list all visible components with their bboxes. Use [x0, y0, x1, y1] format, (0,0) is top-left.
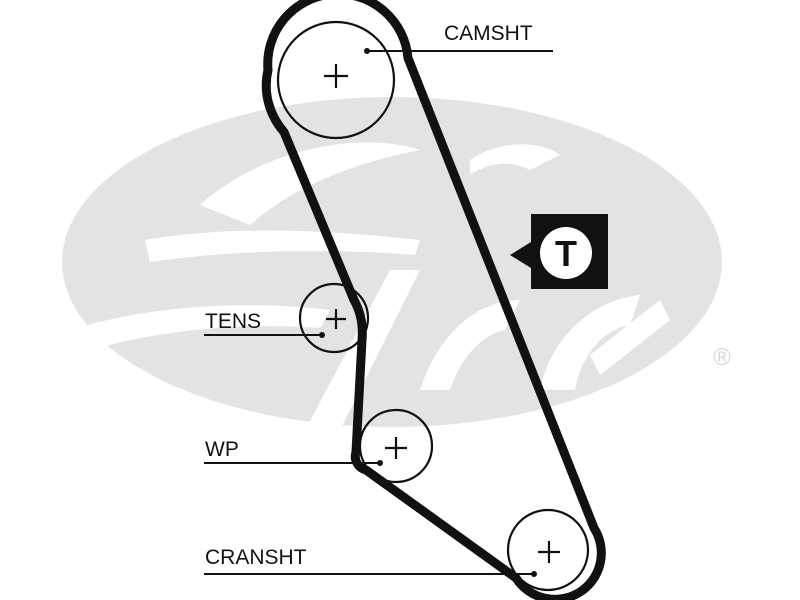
crankshaft-center-icon [538, 541, 560, 563]
tensioner-pulley [298, 282, 370, 354]
camshaft-label: CAMSHT [444, 22, 533, 45]
water-pump-leader-dot [377, 460, 383, 466]
camshaft-center-icon [324, 64, 348, 88]
tensioner-label: TENS [205, 310, 261, 333]
crankshaft-label: CRANSHT [205, 546, 307, 569]
tension-marker: T [510, 214, 608, 289]
watermark-ellipse [62, 97, 722, 427]
crankshaft-leader-dot [531, 571, 537, 577]
timing-belt [261, 0, 606, 600]
camshaft-pulley [276, 20, 396, 140]
tension-marker-circle [540, 227, 592, 279]
crankshaft-pulley [506, 508, 590, 592]
gates-watermark: ® [62, 97, 731, 440]
tensioner-center-icon [326, 309, 346, 329]
water-pump-label: WP [205, 438, 239, 461]
tension-marker-label: T [555, 233, 577, 274]
water-pump-center-icon [385, 437, 407, 459]
tensioner-leader-dot [319, 332, 325, 338]
camshaft-leader-dot [364, 48, 370, 54]
registered-mark: ® [713, 344, 731, 371]
